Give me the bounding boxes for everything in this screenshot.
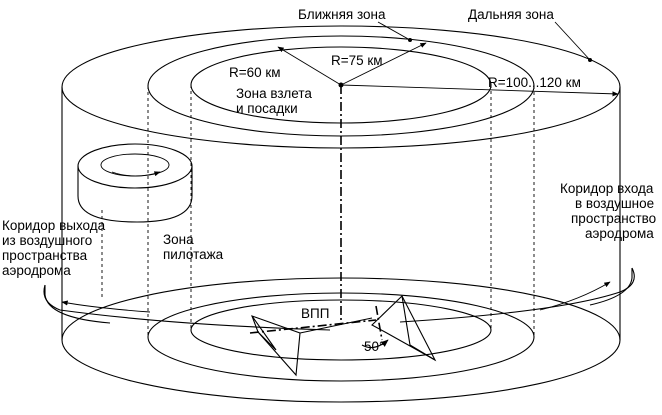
far-zone-leader [554,21,591,61]
radius-75-arrow [340,42,427,86]
exit-corridor-label-1: Коридор выхода [2,218,106,233]
runway-label: ВПП [301,306,329,321]
exit-corridor [43,284,331,331]
piloting-zone-label-1: Зона [163,232,194,247]
piloting-zone-ring [77,143,193,223]
angle-label: 50° [364,339,384,354]
takeoff-zone-label-1: Зона взлета [236,86,312,101]
entry-corridor-label-1: Коридор входа [560,181,654,196]
near-zone-label: Ближняя зона [298,7,386,22]
radius-60-arrow [277,46,342,86]
entry-corridor-label-4: аэродрома [585,226,654,241]
far-zone-leader-dot [588,58,592,62]
exit-corridor-label-4: аэродрома [2,263,71,278]
entry-corridor-label-2: в воздушное [575,196,654,211]
near-zone-leader [377,21,411,41]
entry-corridor [399,267,635,323]
near-zone-leader-dot [408,38,412,42]
far-zone-label: Дальняя зона [468,7,554,22]
runway-group [249,295,437,377]
radius-100-arrow [340,84,619,97]
exit-corridor-label-3: пространства [2,248,88,263]
piloting-zone-label-2: пилотажа [163,247,224,262]
entry-corridor-label-3: пространство [571,211,656,226]
radius-60-label: R=60 км [229,65,281,80]
takeoff-zone-label-2: и посадки [236,101,298,116]
radius-75-label: R=75 км [331,53,383,68]
exit-corridor-label-2: из воздушного [2,233,92,248]
takeoff-zone-bottom-ellipse [190,299,492,361]
radius-100-label: R=100...120 км [488,75,581,90]
